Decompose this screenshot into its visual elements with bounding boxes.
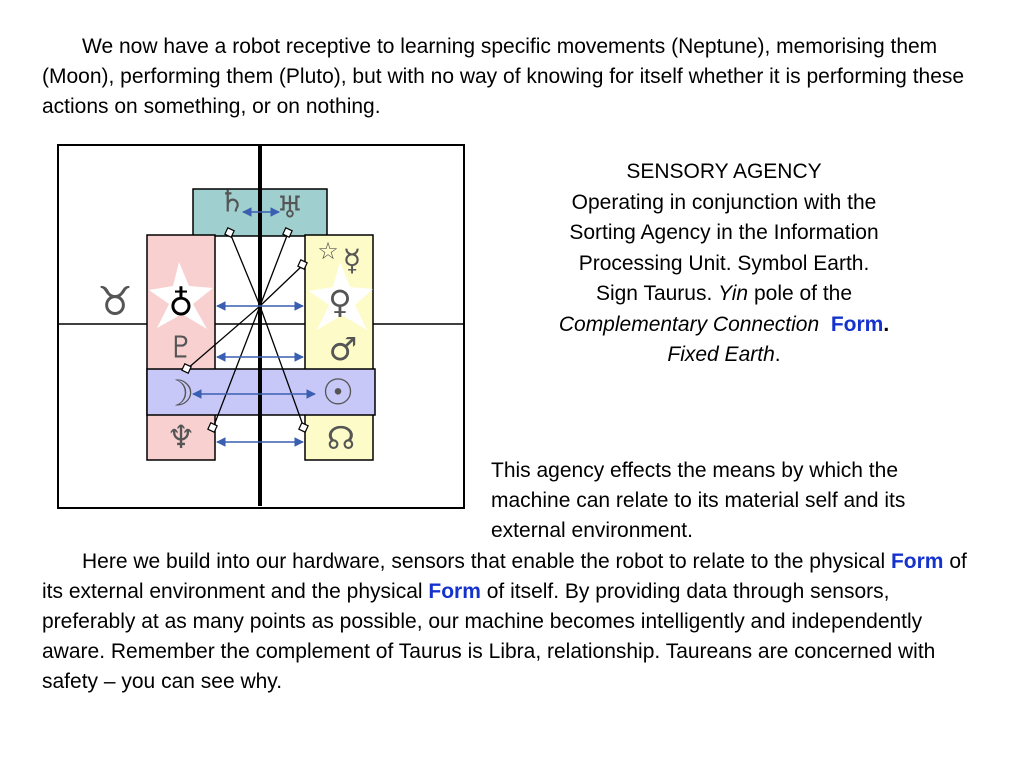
star-shape-right — [309, 262, 373, 330]
intro-paragraph: We now have a robot receptive to learnin… — [42, 35, 965, 118]
agency-title: SENSORY AGENCY — [626, 160, 822, 183]
connection-arrows — [192, 207, 316, 447]
agency-line-2: Sorting Agency in the Information — [569, 221, 879, 244]
node-icon: ☊ — [327, 419, 355, 457]
neptune-icon: ♆ — [167, 418, 196, 456]
diamond-markers — [181, 227, 309, 433]
mercury-icon: ☿ — [343, 244, 361, 279]
radiating-lines — [186, 232, 305, 429]
earth-icon: ♁ — [169, 284, 194, 324]
taurus-icon: ♉ — [97, 279, 133, 325]
agency-line-5: Complementary Connection Form. — [558, 312, 890, 336]
venus-icon: ♀ — [328, 283, 351, 321]
body-paragraph: Here we build into our hardware, sensors… — [42, 550, 967, 693]
form-keyword: Form — [830, 312, 884, 336]
uranus-icon: ♅ — [277, 191, 304, 226]
agency-line-6: Fixed Earth. — [667, 343, 781, 366]
pink-column — [146, 234, 216, 461]
sensory-agency-diagram: ♉ ♁ ♄ ♅ ☆ ☿ ♀ ♂ ♇ ☽ ☉ ♆ ☊ — [57, 144, 465, 509]
agency-line-1: Operating in conjunction with the — [571, 190, 877, 214]
agency-line-4: Sign Taurus. Yin pole of the — [595, 282, 853, 305]
form-keyword: Form — [428, 580, 481, 603]
agency-description: This agency effects the means by which t… — [491, 459, 906, 542]
form-keyword: Form — [890, 550, 944, 573]
saturn-icon: ♄ — [219, 185, 246, 220]
pluto-icon: ♇ — [168, 331, 195, 366]
sun-icon: ☉ — [322, 373, 354, 414]
star-shape-left — [149, 262, 213, 329]
sensory-agency-block: SENSORY AGENCY Operating in conjunction … — [500, 157, 948, 371]
mars-icon: ♂ — [329, 330, 358, 368]
star-icon: ☆ — [317, 237, 339, 265]
moon-icon: ☽ — [162, 374, 194, 415]
agency-line-3: Processing Unit. Symbol Earth. — [578, 251, 870, 275]
